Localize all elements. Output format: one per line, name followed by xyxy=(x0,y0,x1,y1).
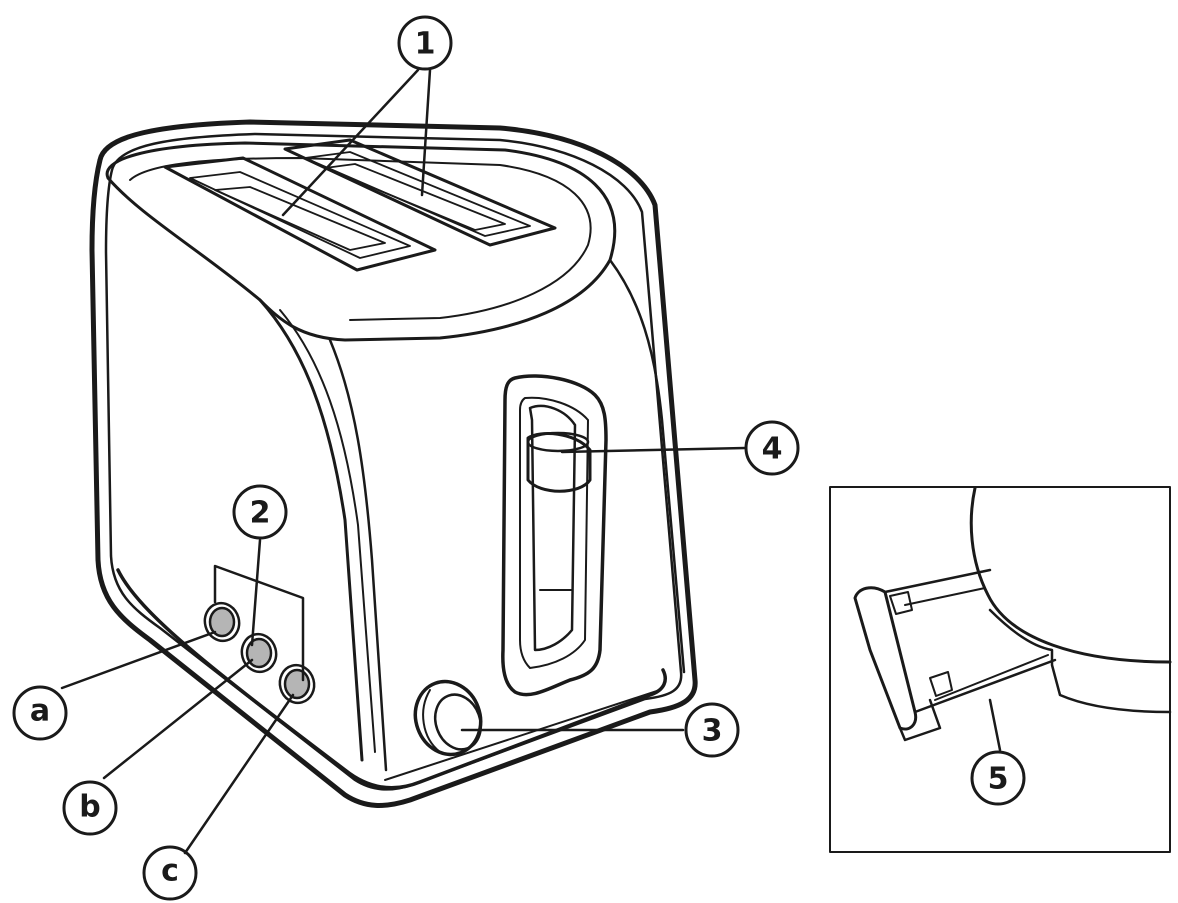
callout-4-label: 4 xyxy=(762,432,783,467)
lever xyxy=(501,374,608,697)
callout-2-label: 2 xyxy=(250,496,271,531)
callout-a-label: a xyxy=(30,694,50,729)
callout-1-label: 1 xyxy=(415,27,436,62)
callout-b: b xyxy=(62,780,118,836)
callout-c: c xyxy=(142,845,198,901)
callout-c-label: c xyxy=(161,854,179,889)
callout-5-label: 5 xyxy=(988,762,1009,797)
callout-b-label: b xyxy=(79,790,100,825)
callout-2: 2 xyxy=(232,484,288,540)
toaster-body xyxy=(89,119,698,808)
crumb-tray-inset xyxy=(829,486,1172,853)
callout-4: 4 xyxy=(744,420,800,476)
callout-a: a xyxy=(12,685,68,741)
callout-5: 5 xyxy=(970,750,1026,806)
leader-lines xyxy=(60,68,1002,855)
callout-3-label: 3 xyxy=(702,714,723,749)
callout-3: 3 xyxy=(684,702,740,758)
browning-dial xyxy=(413,679,483,757)
bread-slots xyxy=(163,138,557,272)
callout-1: 1 xyxy=(397,15,453,71)
control-buttons xyxy=(203,564,316,705)
